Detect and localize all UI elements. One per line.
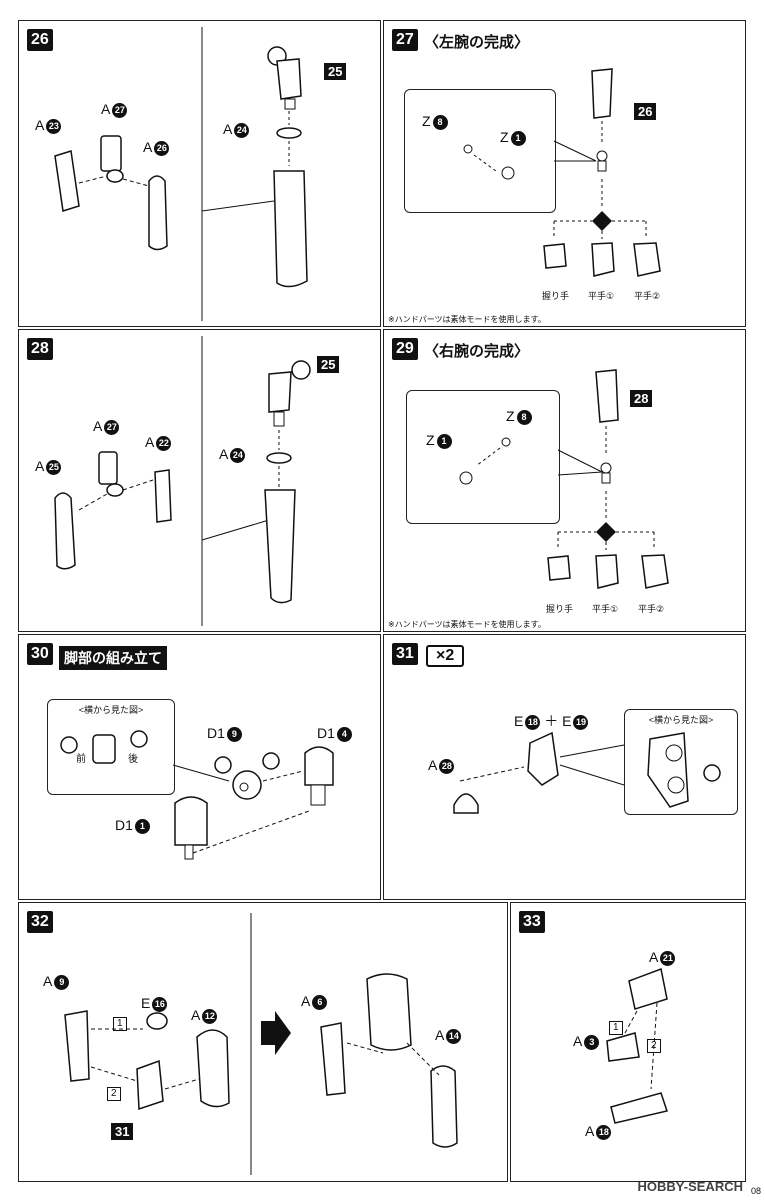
step-title: 〈右腕の完成〉 [424,343,530,360]
order-marker: 2 [647,1035,661,1053]
hand-grip-label: 握り手 [546,604,574,614]
step-27-illustration [463,68,661,277]
subassembly-tag: 28 [630,390,653,407]
step-number: 31 [392,643,418,665]
hand-grip-label: 握り手 [542,291,570,301]
step-33-illustration [606,967,668,1124]
step-number: 26 [27,29,53,51]
step-30-illustration [60,730,334,860]
watermark: HOBBY-SEARCH [637,1179,743,1194]
order-marker: 1 [609,1017,623,1035]
front-label: 前 [76,754,86,765]
step-number: 32 [27,911,53,933]
step-28-illustration [54,336,311,626]
step-number: 29 [392,338,418,360]
step-title: 脚部の組み立て [59,646,167,670]
step-number: 33 [519,911,545,933]
multiplier: ×2 [426,645,465,667]
step-number: 28 [27,338,53,360]
hand-flat2-label: 平手② [634,291,661,301]
step-title: 〈左腕の完成〉 [424,34,530,51]
hand-flat1-label: 平手① [592,604,619,614]
step-29-illustration [459,369,669,589]
subassembly-tag: 26 [634,103,657,120]
step-number: 27 [392,29,418,51]
subassembly-tag: 25 [324,63,347,80]
step-note: ※ハンドパーツは素体モードを使用します。 [388,315,546,324]
side-view-title: <横から見た図> [648,715,714,725]
subassembly-tag: 31 [111,1123,134,1140]
order-marker: 2 [107,1083,121,1101]
subassembly-tag: 25 [317,356,340,373]
side-view-title: <横から見た図> [78,705,144,715]
step-number: 30 [27,643,53,665]
hand-flat2-label: 平手② [638,604,665,614]
hand-flat1-label: 平手① [588,291,615,301]
step-26-illustration [54,27,308,321]
detail-box [406,390,560,524]
back-label: 後 [128,754,138,765]
page-number: 08 [750,1186,761,1196]
order-marker: 1 [113,1013,127,1031]
detail-box [404,89,556,213]
step-32-illustration [64,913,458,1175]
step-31-illustration [453,731,721,814]
step-note: ※ハンドパーツは素体モードを使用します。 [388,620,546,629]
